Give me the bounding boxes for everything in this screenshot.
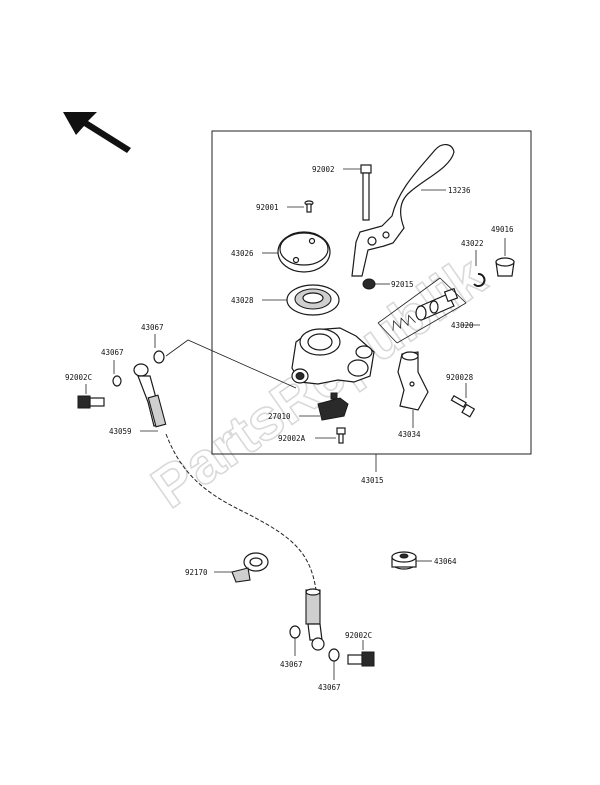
label-92002: 92002 (312, 165, 335, 174)
holder-bolt[interactable] (450, 394, 476, 418)
brake-hose-lower-fitting[interactable] (305, 588, 325, 651)
label-43067-upper-right: 43067 (141, 323, 164, 332)
label-43026: 43026 (231, 249, 254, 258)
grommet[interactable] (391, 551, 417, 570)
brake-hose (165, 433, 317, 591)
label-92015: 92015 (391, 280, 414, 289)
label-92001: 92001 (256, 203, 279, 212)
banjo-bolt-upper[interactable] (77, 395, 105, 409)
label-43015: 43015 (361, 476, 384, 485)
end-cap[interactable] (495, 257, 515, 277)
assembly-frame (211, 130, 532, 455)
sealing-washer-upper-2[interactable] (153, 350, 165, 364)
banjo-bolt-lower[interactable] (347, 651, 375, 667)
label-43034: 43034 (398, 430, 421, 439)
brake-lever[interactable] (351, 144, 455, 277)
label-43067-lower-left: 43067 (280, 660, 303, 669)
label-49016: 49016 (491, 225, 514, 234)
label-27010: 27010 (268, 412, 291, 421)
label-92002a: 92002A (278, 434, 306, 443)
switch-screw[interactable] (336, 427, 346, 444)
label-43020: 43020 (451, 321, 474, 330)
label-43022: 43022 (461, 239, 484, 248)
label-43059: 43059 (109, 427, 132, 436)
front-direction-arrow-icon (63, 112, 131, 153)
sealing-washer-lower-2[interactable] (328, 648, 340, 662)
label-43067-upper-left: 43067 (101, 348, 124, 357)
clamp-holder[interactable] (397, 351, 429, 411)
label-43067-lower-right: 43067 (318, 683, 341, 692)
label-43064: 43064 (434, 557, 457, 566)
label-92002c-upper: 92002C (65, 373, 92, 382)
piston-spring[interactable] (390, 314, 416, 331)
label-920028: 920028 (446, 373, 474, 382)
master-cylinder-body[interactable] (291, 327, 375, 385)
dust-boot[interactable] (362, 278, 376, 290)
brake-hose-upper-fitting[interactable] (133, 363, 167, 428)
hose-clamp[interactable] (231, 552, 269, 583)
label-92170: 92170 (185, 568, 208, 577)
brake-light-switch[interactable] (317, 392, 349, 421)
cap-screw[interactable] (304, 200, 314, 213)
reservoir-cap[interactable] (277, 231, 331, 273)
label-43028: 43028 (231, 296, 254, 305)
label-13236: 13236 (448, 186, 471, 195)
circlip[interactable] (473, 273, 486, 287)
piston-assembly[interactable] (415, 287, 459, 321)
label-92002c-lower: 92002C (345, 631, 372, 640)
diaphragm[interactable] (286, 284, 340, 316)
sealing-washer-upper-1[interactable] (112, 375, 122, 387)
lever-pivot-bolt[interactable] (360, 164, 372, 221)
sealing-washer-lower-1[interactable] (289, 625, 301, 639)
